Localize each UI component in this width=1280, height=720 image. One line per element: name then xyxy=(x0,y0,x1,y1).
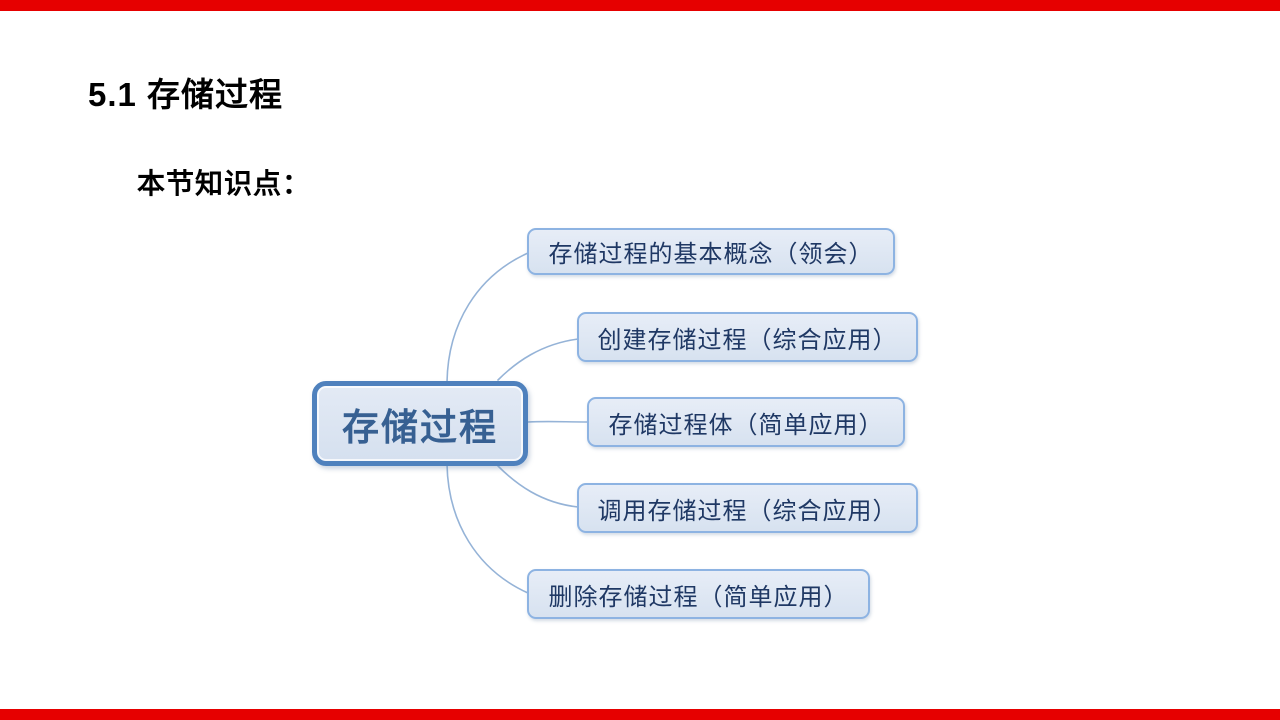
branch-label: 调用存储过程（综合应用） xyxy=(597,497,898,525)
connector-to-branch-1 xyxy=(497,338,579,381)
mindmap-branch-call-procedure: 调用存储过程（综合应用） xyxy=(577,483,918,533)
top-accent-bar xyxy=(0,0,1280,11)
root-node-label: 存储过程 xyxy=(342,406,498,448)
branch-label: 删除存储过程（简单应用） xyxy=(548,583,849,611)
mindmap-branch-basic-concept: 存储过程的基本概念（领会） xyxy=(527,228,895,275)
connector-to-branch-3 xyxy=(497,465,579,508)
branch-label: 存储过程的基本概念（领会） xyxy=(548,241,874,268)
mindmap-branch-drop-procedure: 删除存储过程（简单应用） xyxy=(527,569,870,619)
branch-label: 存储过程体（简单应用） xyxy=(608,411,884,439)
branch-label: 创建存储过程（综合应用） xyxy=(597,326,898,354)
connector-to-branch-4 xyxy=(446,463,529,594)
mindmap-branch-procedure-body: 存储过程体（简单应用） xyxy=(587,397,905,447)
bottom-accent-bar xyxy=(0,709,1280,720)
connector-to-branch-0 xyxy=(446,252,529,383)
slide-title: 5.1 存储过程 xyxy=(88,76,284,113)
mindmap-root-node: 存储过程 xyxy=(312,381,528,466)
knowledge-points-label: 本节知识点： xyxy=(137,168,312,199)
mindmap-branch-create-procedure: 创建存储过程（综合应用） xyxy=(577,312,918,362)
